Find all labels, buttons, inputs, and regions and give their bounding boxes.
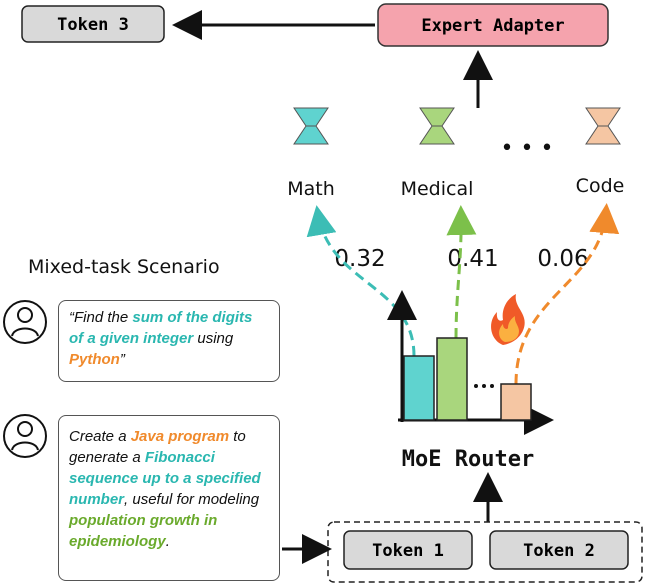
medical-label: Medical xyxy=(401,178,474,200)
code-route-arrow xyxy=(514,203,620,385)
medical-score: 0.41 xyxy=(447,246,498,272)
prompt1-text: “Find the xyxy=(69,309,133,326)
prompt2-highlight-language: Java program xyxy=(130,428,230,445)
math-expert-icon xyxy=(293,107,329,145)
router-label: MoE Router xyxy=(402,447,534,472)
token-3-box: Token 3 xyxy=(21,5,165,43)
router-chart xyxy=(387,290,554,435)
prompt1-text: using xyxy=(193,330,234,347)
prompt1-text: ” xyxy=(119,351,125,368)
medical-expert-icon xyxy=(419,107,455,145)
expert-ellipsis: • • • xyxy=(501,136,554,161)
router-bar-code xyxy=(500,383,532,421)
token-3-label: Token 3 xyxy=(57,15,129,35)
expert-adapter-box: Expert Adapter xyxy=(377,3,609,47)
math-score: 0.32 xyxy=(334,246,385,272)
user-icon xyxy=(3,414,47,458)
prompt2-highlight-task: Fibonacci sequence up to a specified num… xyxy=(69,449,261,508)
prompt-bubble-1: “Find the sum of the digits of a given i… xyxy=(58,300,280,382)
expert-adapter-label: Expert Adapter xyxy=(421,16,564,36)
fire-icon xyxy=(491,294,525,345)
math-route-arrow xyxy=(306,205,416,357)
token-1-box: Token 1 xyxy=(343,530,473,570)
token-2-label: Token 2 xyxy=(523,541,595,561)
prompt1-highlight-task: sum of the digits of a given integer xyxy=(69,309,253,347)
prompt2-text: , useful for modeling xyxy=(124,491,260,508)
prompt2-text: to generate a xyxy=(69,428,246,466)
prompt2-text: . xyxy=(165,533,170,550)
math-label: Math xyxy=(287,178,335,200)
prompt2-highlight-domain: population growth in epidemiology xyxy=(69,512,218,550)
scenario-title: Mixed-task Scenario xyxy=(28,256,220,278)
code-label: Code xyxy=(576,175,625,197)
router-bar-medical xyxy=(436,337,468,421)
token-1-label: Token 1 xyxy=(372,541,444,561)
prompt1-highlight-language: Python xyxy=(69,351,120,368)
router-bar-math xyxy=(403,355,435,421)
code-expert-icon xyxy=(585,107,621,145)
user-icon xyxy=(3,300,47,344)
prompt2-text: Create a xyxy=(69,428,131,445)
token-2-box: Token 2 xyxy=(489,530,629,570)
medical-route-arrow xyxy=(446,205,477,339)
prompt-bubble-2: Create a Java program to generate a Fibo… xyxy=(58,415,280,581)
